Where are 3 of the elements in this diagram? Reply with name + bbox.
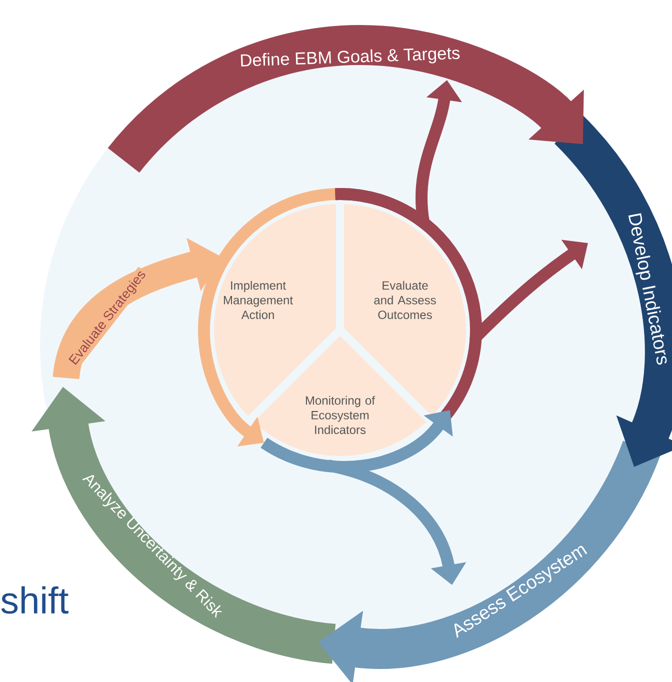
arrow-band: Define EBM Goals & Targets — [108, 25, 584, 174]
node-text: Define EBM Goals & Targets — [240, 48, 460, 66]
node-text: Develop Indicators — [628, 213, 667, 365]
